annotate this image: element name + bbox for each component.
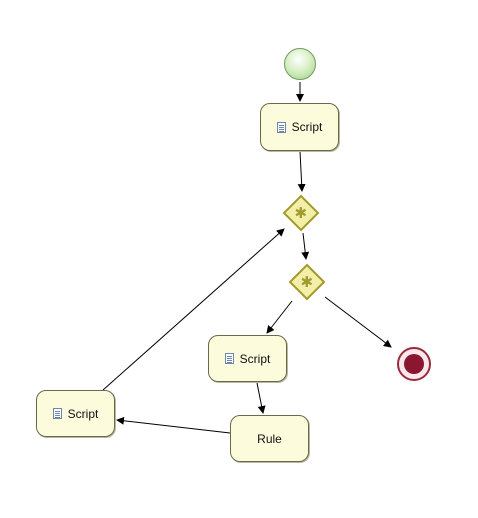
script-task-left[interactable]: Script: [36, 390, 115, 437]
script-task-top[interactable]: Script: [260, 103, 339, 151]
flow-gateway-to-end[interactable]: [324, 296, 392, 348]
flow-script-to-gateway[interactable]: [297, 150, 306, 192]
script-icon: [224, 353, 234, 364]
gateway-symbol: ✱: [294, 203, 308, 222]
end-event-core: [404, 354, 424, 374]
end-event[interactable]: [397, 347, 431, 381]
flow-script-to-rule[interactable]: [256, 382, 266, 414]
task-label: Script: [67, 406, 99, 421]
gateway-symbol: ✱: [300, 272, 314, 291]
task-label: Script: [291, 120, 323, 134]
flow-gateway-to-script[interactable]: [266, 300, 293, 334]
flow-script-loop-back[interactable]: [102, 228, 285, 391]
task-label: Rule: [257, 431, 282, 446]
script-icon: [276, 121, 286, 133]
start-event[interactable]: [284, 48, 316, 80]
script-task-middle[interactable]: Script: [208, 335, 287, 382]
flow-rule-to-script[interactable]: [116, 416, 231, 434]
script-icon: [52, 408, 62, 419]
rule-task[interactable]: Rule: [230, 415, 309, 462]
task-label: Script: [239, 351, 271, 366]
flow-gateway-to-gateway[interactable]: [301, 232, 310, 260]
